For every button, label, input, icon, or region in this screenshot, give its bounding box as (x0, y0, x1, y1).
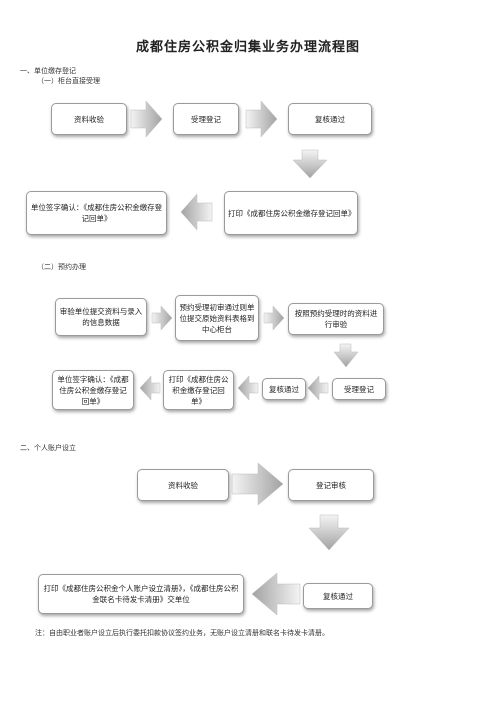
arrow-left-icon (237, 375, 259, 401)
arrow-right-icon (130, 100, 163, 138)
flow1-step-review-pass: 复核通过 (288, 103, 372, 135)
flow1-step-unit-sign: 单位签字确认：《成都住房公积金缴存登记回单》 (26, 191, 167, 235)
arrow-right-icon (263, 305, 285, 331)
arrow-right-icon (151, 305, 173, 331)
flow1-step-register: 受理登记 (173, 103, 239, 135)
flow3-step-register-review: 登记审核 (288, 469, 374, 501)
arrow-left-icon (307, 375, 329, 401)
subsection-heading-1-2: （二）预约办理 (37, 263, 86, 271)
flow2-step-unit-sign: 单位签字确认：《成都住房公积金缴存登记回单》 (52, 370, 134, 410)
arrow-down-icon (333, 343, 359, 368)
section-heading-2: 二、个人账户设立 (20, 444, 76, 452)
arrow-right-icon (231, 462, 284, 506)
footnote: 注：自由职业者账户设立后执行委托扣款协议签约业务，无账户设立清册和联名卡待发卡清… (35, 629, 329, 637)
flow1-step-print-receipt: 打印《成都住房公积金缴存登记回单》 (224, 191, 358, 235)
arrow-left-icon (251, 572, 301, 616)
subsection-heading-1-1: （一）柜台直接受理 (37, 77, 100, 85)
arrow-down-icon (292, 149, 328, 179)
flow2-step-register: 受理登记 (332, 378, 386, 400)
arrow-left-icon (180, 193, 213, 231)
flow3-step-review-pass: 复核通过 (303, 583, 373, 609)
page-title: 成都住房公积金归集业务办理流程图 (135, 40, 360, 55)
arrow-right-icon (245, 100, 278, 138)
section-heading-1: 一、单位缴存登记 (20, 67, 76, 75)
flow2-step-verify-data: 审验单位提交资料与录入的信息数据 (55, 298, 147, 336)
arrow-left-icon (139, 375, 161, 401)
flow3-step-print-rosters: 打印《成都住房公积金个人账户设立清册》，《成都住房公积金联名卡待发卡清册》交单位 (38, 574, 244, 614)
flow3-step-material-check: 资料收验 (137, 469, 229, 501)
flow2-step-review-pass: 复核通过 (262, 378, 306, 400)
flow2-step-submit-originals: 预约受理初审通过则单位提交原始资料表格到中心柜台 (175, 295, 259, 341)
arrow-down-icon (308, 514, 350, 551)
flow1-step-material-check: 资料收验 (51, 103, 127, 135)
flow2-step-print-receipt: 打印《成都住房公积金缴存登记回单》 (163, 370, 234, 410)
flow2-step-review-by-appointment: 按照预约受理时的资料进行审验 (288, 303, 384, 335)
